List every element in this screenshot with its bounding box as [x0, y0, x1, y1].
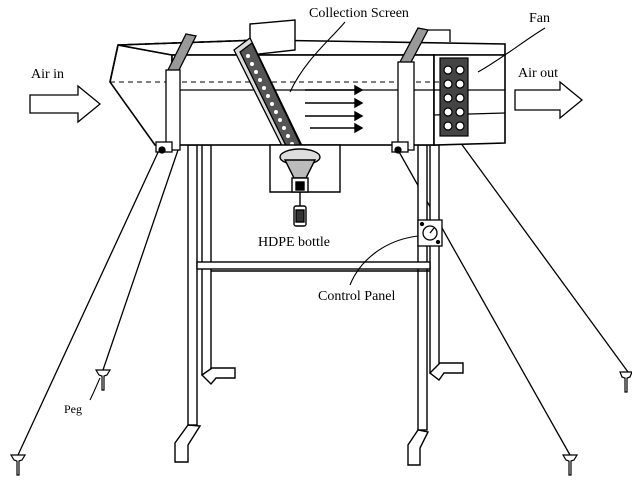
- label-control-panel: Control Panel: [318, 289, 395, 304]
- control-panel: [417, 219, 443, 247]
- peg-left-far: [9, 454, 27, 476]
- clamp-posts: [155, 27, 451, 154]
- peg-left-near: [94, 369, 112, 391]
- label-hdpe-bottle: HDPE bottle: [258, 235, 330, 250]
- fan: [439, 57, 469, 137]
- label-fan: Fan: [529, 11, 550, 26]
- sample-collector: [269, 144, 341, 227]
- air-in-arrow: [29, 84, 102, 124]
- peg-right-far: [619, 371, 632, 393]
- air-out-arrow: [514, 80, 584, 120]
- label-collection-screen: Collection Screen: [309, 6, 409, 21]
- label-air-out: Air out: [518, 66, 558, 81]
- label-air-in: Air in: [31, 67, 64, 82]
- label-peg: Peg: [64, 402, 82, 416]
- peg-right-near: [561, 454, 579, 476]
- support-stand: [174, 144, 464, 466]
- flow-arrows: [305, 84, 364, 134]
- leader-lines: [89, 21, 546, 401]
- hopper-top: [249, 19, 296, 56]
